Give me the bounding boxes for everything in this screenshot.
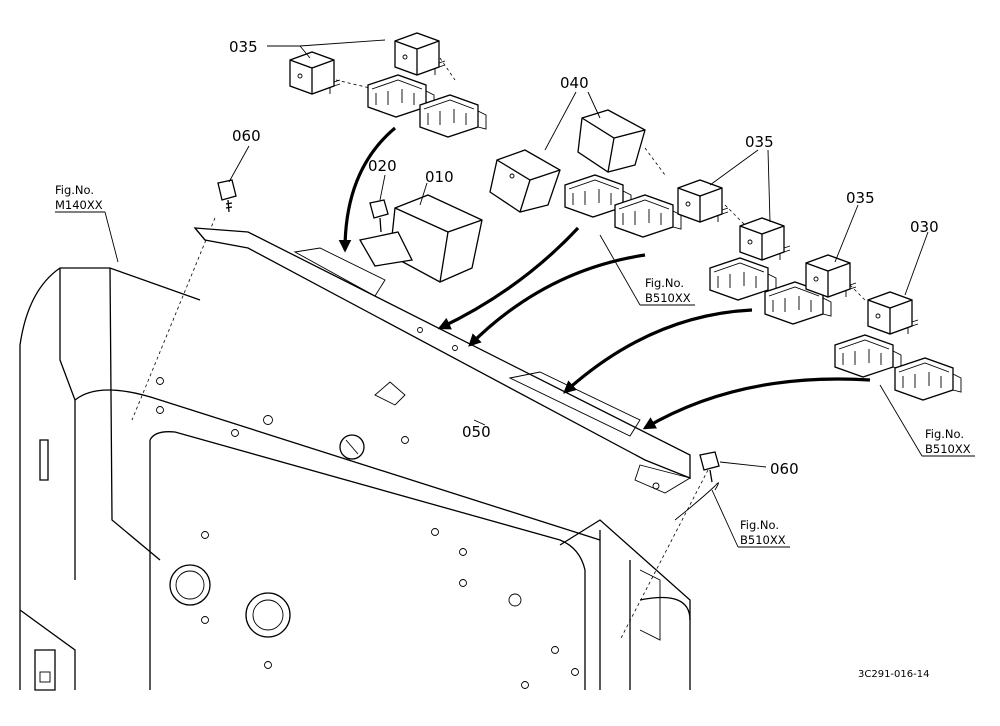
svg-text:M140XX: M140XX — [55, 198, 103, 212]
leader-lines — [55, 39, 975, 548]
label-050: 050 — [462, 423, 491, 441]
label-035-top: 035 — [229, 38, 258, 56]
screw-060-right — [674, 451, 720, 521]
svg-text:Fig.No.: Fig.No. — [740, 518, 779, 532]
screw-020 — [369, 199, 389, 233]
housing-panel — [19, 217, 709, 691]
label-010: 010 — [425, 168, 454, 186]
fig-ref-b510-bottom: Fig.No. B510XX — [740, 518, 786, 547]
svg-text:Fig.No.: Fig.No. — [55, 183, 94, 197]
fig-ref-b510-right: Fig.No. B510XX — [925, 427, 971, 456]
svg-text:B510XX: B510XX — [925, 442, 971, 456]
label-060-top: 060 — [232, 127, 261, 145]
relay-group-035-middle — [677, 179, 832, 325]
svg-text:B510XX: B510XX — [740, 533, 786, 547]
label-040: 040 — [560, 74, 589, 92]
relay-group-035-top — [289, 32, 487, 138]
mounting-bracket — [193, 227, 692, 494]
label-060-right: 060 — [770, 460, 799, 478]
drawing-code: 3C291-016-14 — [858, 669, 929, 680]
label-035-right: 035 — [846, 189, 875, 207]
label-035-middle: 035 — [745, 133, 774, 151]
label-030: 030 — [910, 218, 939, 236]
svg-text:Fig.No.: Fig.No. — [925, 427, 964, 441]
relay-010 — [358, 194, 483, 283]
assembly-arrows — [338, 126, 871, 430]
fig-ref-m140: Fig.No. M140XX — [55, 183, 103, 212]
screw-060-top — [217, 179, 237, 213]
fig-ref-b510-middle: Fig.No. B510XX — [645, 276, 691, 305]
svg-text:B510XX: B510XX — [645, 291, 691, 305]
svg-text:Fig.No.: Fig.No. — [645, 276, 684, 290]
label-020: 020 — [368, 157, 397, 175]
relay-group-040 — [489, 109, 682, 238]
